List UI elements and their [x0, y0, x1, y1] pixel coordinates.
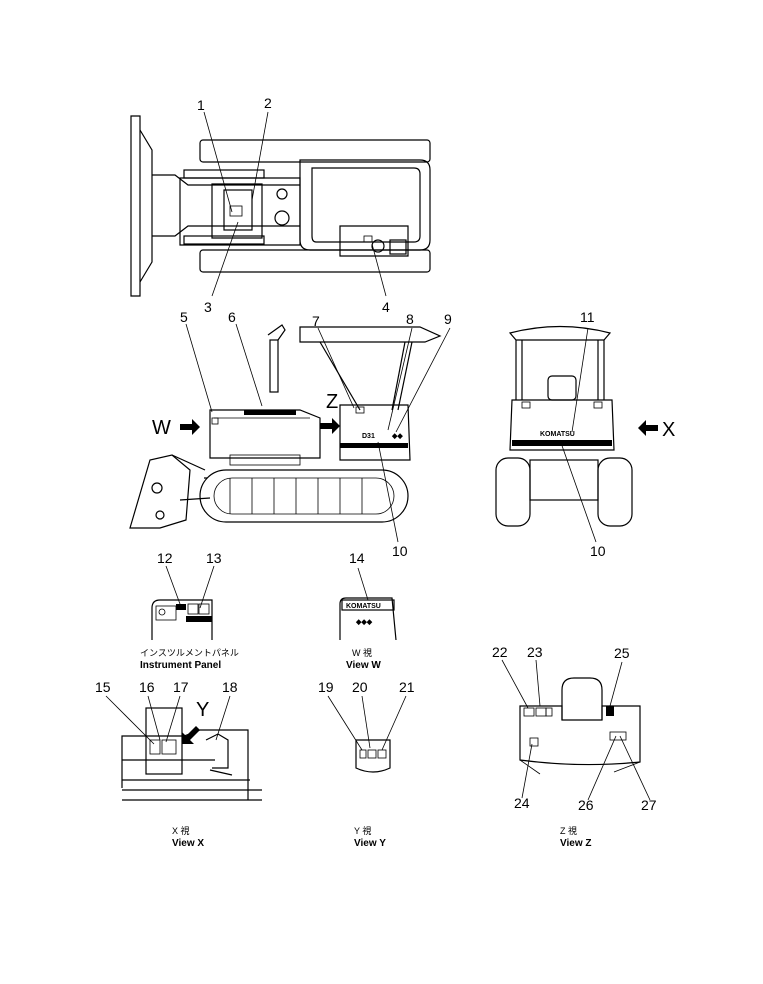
callout-10-rear: 10	[590, 543, 606, 559]
callout-14: 14	[349, 550, 365, 566]
leader-lines	[105, 111, 651, 801]
caption-view-x-jp: X 視	[172, 825, 190, 836]
view-arrows: W Z X Y	[152, 391, 675, 744]
view-arrow-z-label: Z	[326, 391, 338, 413]
w-dots: ◆◆◆	[355, 619, 373, 626]
view-x: X 視 View X	[121, 707, 262, 849]
callout-21: 21	[399, 679, 415, 695]
callout-13: 13	[206, 550, 222, 566]
callout-6: 6	[228, 309, 236, 325]
callout-1: 1	[197, 97, 205, 113]
callout-23: 23	[527, 644, 543, 660]
callout-5: 5	[180, 309, 188, 325]
right-arrow-icon	[320, 418, 340, 434]
view-arrow-y-label: Y	[196, 699, 209, 721]
callout-numbers: 1 2 3 4 5 6 7 8 9 10 11 10 12 13 14 15 1…	[95, 95, 657, 813]
caption-view-z-jp: Z 視	[560, 825, 577, 836]
caption-view-y-en: View Y	[354, 838, 386, 849]
callout-15: 15	[95, 679, 111, 695]
callout-26: 26	[578, 797, 594, 813]
callout-9: 9	[444, 311, 452, 327]
caption-view-w-en: View W	[346, 660, 381, 671]
callout-27: 27	[641, 797, 657, 813]
diag-arrow-icon	[182, 726, 200, 744]
caption-instrument-jp: インスツルメントパネル	[140, 648, 239, 658]
callout-25: 25	[614, 645, 630, 661]
callout-2: 2	[264, 95, 272, 111]
rear-view: KOMATSU	[495, 325, 633, 527]
brand-decal-boxed: KOMATSU	[346, 603, 381, 610]
callout-7: 7	[312, 313, 320, 329]
view-arrow-w-label: W	[152, 417, 171, 439]
callout-4: 4	[382, 299, 390, 315]
callout-11: 11	[580, 309, 595, 325]
callout-8: 8	[406, 311, 414, 327]
callout-17: 17	[173, 679, 189, 695]
brand-decal-side: ◆◆	[391, 433, 403, 440]
instrument-panel-view: インスツルメントパネル Instrument Panel	[140, 599, 239, 671]
caption-view-y-jp: Y 視	[354, 825, 371, 836]
view-y: Y 視 View Y	[354, 739, 391, 849]
caption-view-w-jp: W 視	[352, 647, 372, 658]
left-arrow-icon	[638, 420, 658, 436]
side-view: D31 ◆◆	[129, 324, 442, 529]
callout-22: 22	[492, 644, 508, 660]
view-arrow-x-label: X	[662, 419, 675, 441]
top-view	[130, 115, 431, 297]
model-decal-side: D31	[362, 433, 375, 440]
right-arrow-icon	[180, 419, 200, 435]
callout-12: 12	[157, 550, 173, 566]
callout-16: 16	[139, 679, 155, 695]
caption-view-z-en: View Z	[560, 838, 592, 849]
caption-view-x-en: View X	[172, 838, 204, 849]
callout-10-side: 10	[392, 543, 408, 559]
caption-instrument-en: Instrument Panel	[140, 660, 221, 671]
callout-19: 19	[318, 679, 334, 695]
view-w: KOMATSU ◆◆◆ W 視 View W	[339, 597, 397, 671]
view-z: Z 視 View Z	[519, 677, 641, 849]
callout-24: 24	[514, 795, 530, 811]
callout-20: 20	[352, 679, 368, 695]
brand-decal-rear: KOMATSU	[540, 431, 575, 438]
callout-18: 18	[222, 679, 238, 695]
callout-3: 3	[204, 299, 212, 315]
